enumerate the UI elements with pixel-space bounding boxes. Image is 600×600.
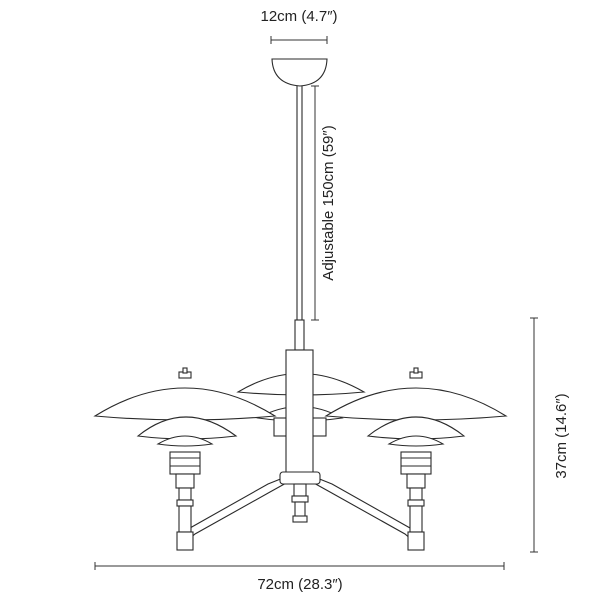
center-column	[279, 349, 321, 523]
right-lamp	[324, 367, 508, 551]
cord-length-label: Adjustable 150cm (59″)	[320, 125, 337, 280]
canopy-width-dimension: 12cm (4.7″)	[261, 8, 338, 44]
right-arm	[311, 475, 419, 541]
canopy	[271, 58, 328, 87]
fixture-width-label: 72cm (28.3″)	[257, 576, 342, 593]
canopy-width-label: 12cm (4.7″)	[261, 8, 338, 25]
fixture-width-dimension: 72cm (28.3″)	[94, 562, 505, 593]
left-lamp	[93, 367, 277, 551]
suspension-rod	[294, 86, 305, 351]
fixture-height-dimension: 37cm (14.6″)	[530, 317, 570, 553]
left-arm	[181, 475, 289, 541]
cord-length-dimension: Adjustable 150cm (59″)	[311, 85, 337, 321]
fixture-height-label: 37cm (14.6″)	[553, 393, 570, 478]
